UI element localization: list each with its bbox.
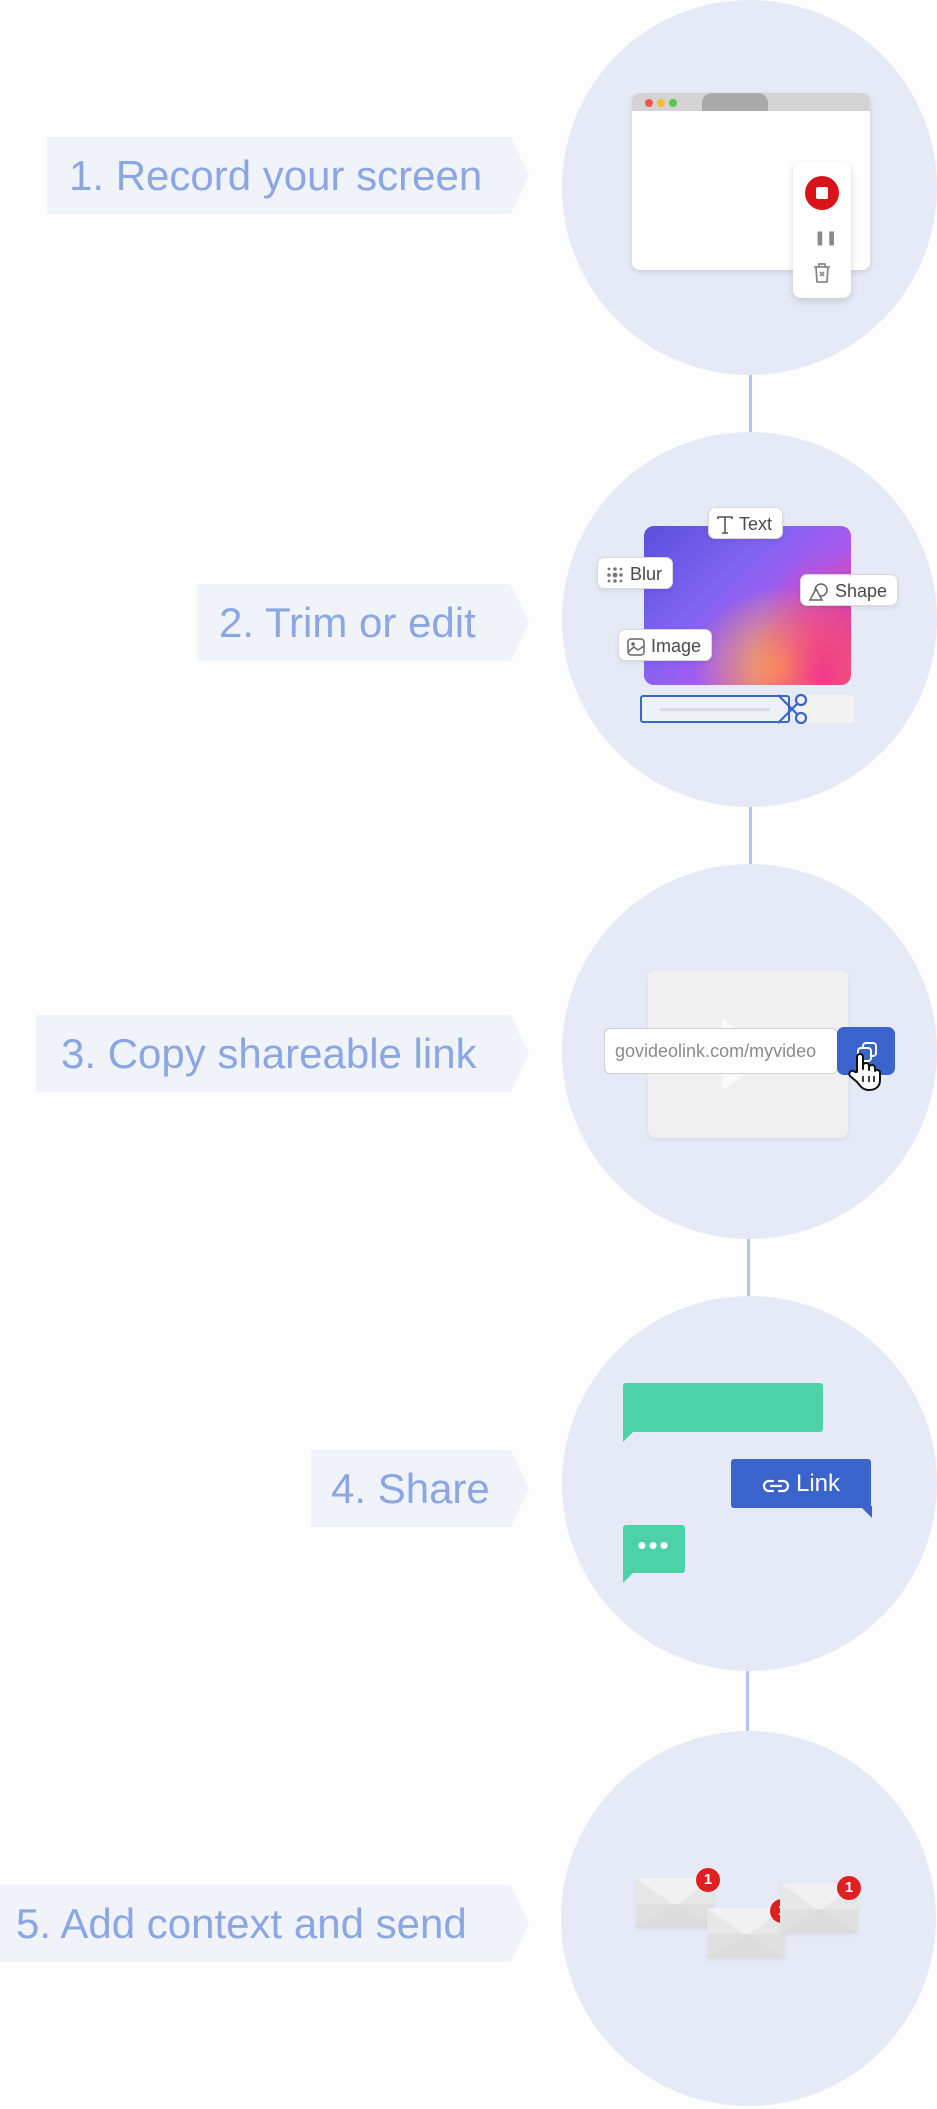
chat-bubble-message: [623, 1383, 823, 1432]
share-link-field[interactable]: govideolink.com/myvideo: [604, 1028, 838, 1074]
step-2-illustration: Text Blur Shape Image: [562, 432, 937, 807]
recording-controls: ❚❚: [793, 162, 851, 298]
shape-tool-label: Shape: [835, 581, 887, 601]
step-label-copy-link: 3. Copy shareable link: [36, 1015, 529, 1092]
step-connector: [747, 1239, 750, 1299]
step-3-illustration: govideolink.com/myvideo: [562, 864, 937, 1239]
shape-icon: [809, 583, 829, 601]
blur-icon: [606, 566, 624, 584]
chat-bubble-tail: [623, 1430, 635, 1442]
step-1-illustration: ❚❚: [562, 0, 937, 375]
text-tool-label: Text: [739, 514, 772, 534]
notification-badge: 1: [837, 1876, 861, 1900]
close-dot-icon: [645, 99, 653, 107]
record-icon[interactable]: [805, 176, 839, 210]
typing-bubble-tail: [623, 1571, 635, 1583]
step-connector: [749, 807, 752, 867]
text-tool-chip[interactable]: Text: [708, 507, 783, 539]
step-connector: [746, 1671, 749, 1731]
trim-timeline[interactable]: [640, 695, 790, 723]
step-label-record: 1. Record your screen: [47, 137, 529, 214]
link-bubble-label: Link: [796, 1470, 840, 1497]
timeline-waveform: [660, 708, 770, 711]
notification-badge: 1: [696, 1868, 720, 1892]
step-label-trim: 2. Trim or edit: [197, 584, 529, 661]
step-5-illustration: 1 1 1: [561, 1731, 936, 2106]
image-icon: [627, 638, 645, 656]
link-icon: [762, 1478, 790, 1494]
shape-tool-chip[interactable]: Shape: [800, 574, 898, 606]
link-chat-bubble[interactable]: Link: [731, 1459, 871, 1508]
browser-title-bar: [632, 93, 870, 111]
link-bubble-tail: [860, 1506, 872, 1518]
maximize-dot-icon: [669, 99, 677, 107]
blur-tool-label: Blur: [630, 564, 662, 584]
step-4-illustration: Link •••: [562, 1296, 937, 1671]
pause-icon[interactable]: ❚❚: [814, 230, 830, 244]
step-label-share: 4. Share: [311, 1450, 529, 1527]
minimize-dot-icon: [657, 99, 665, 107]
image-tool-chip[interactable]: Image: [618, 629, 712, 661]
typing-bubble: •••: [623, 1525, 685, 1573]
blur-tool-chip[interactable]: Blur: [597, 557, 673, 589]
step-label-send: 5. Add context and send: [0, 1885, 529, 1962]
image-tool-label: Image: [651, 636, 701, 656]
scissors-icon[interactable]: [774, 691, 810, 727]
text-icon: [717, 516, 733, 534]
hand-cursor-icon: [847, 1052, 881, 1092]
browser-tab: [702, 93, 768, 111]
trash-icon[interactable]: [812, 262, 832, 289]
step-connector: [749, 375, 752, 435]
